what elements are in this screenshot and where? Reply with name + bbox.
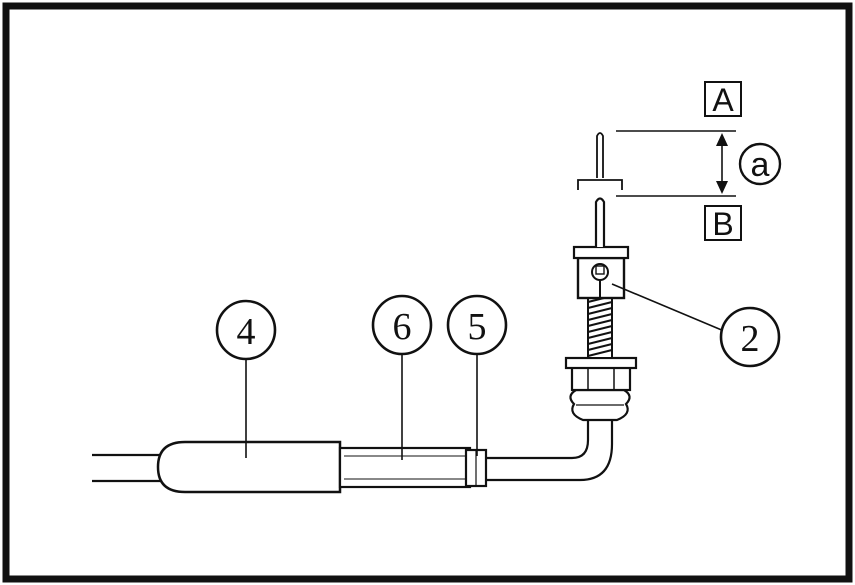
cable-bend bbox=[486, 420, 614, 482]
dim-arrow-bottom bbox=[716, 181, 728, 194]
adjuster-block-top bbox=[572, 245, 630, 260]
callout-2 bbox=[719, 306, 781, 368]
box-b-label: B bbox=[712, 206, 733, 242]
callout-2-label: 2 bbox=[741, 318, 760, 360]
hex-nut-lower bbox=[570, 364, 632, 392]
rod-position-a bbox=[596, 132, 604, 178]
cable bbox=[92, 453, 170, 483]
rod-position-b bbox=[594, 197, 606, 247]
dim-arrow-top bbox=[716, 133, 728, 146]
leader-2 bbox=[611, 283, 725, 332]
bracket-a bbox=[577, 179, 623, 190]
callout-4-label: 4 bbox=[237, 311, 256, 353]
callout-6-label: 6 bbox=[393, 306, 412, 348]
box-b bbox=[704, 205, 742, 241]
thread-lines bbox=[587, 295, 613, 357]
box-a-label: A bbox=[712, 82, 734, 118]
adjuster-hole-square bbox=[595, 265, 605, 275]
dim-label: a bbox=[751, 146, 770, 184]
callout-4 bbox=[215, 299, 277, 361]
rubber-boot bbox=[156, 440, 342, 494]
hex-nut-washer bbox=[564, 356, 638, 370]
callout-5 bbox=[446, 294, 508, 356]
adjuster-sleeve bbox=[338, 446, 472, 489]
callout-5-label: 5 bbox=[468, 306, 487, 348]
dim-label-circle bbox=[738, 142, 782, 186]
callout-6 bbox=[371, 294, 433, 356]
box-a bbox=[704, 81, 742, 117]
